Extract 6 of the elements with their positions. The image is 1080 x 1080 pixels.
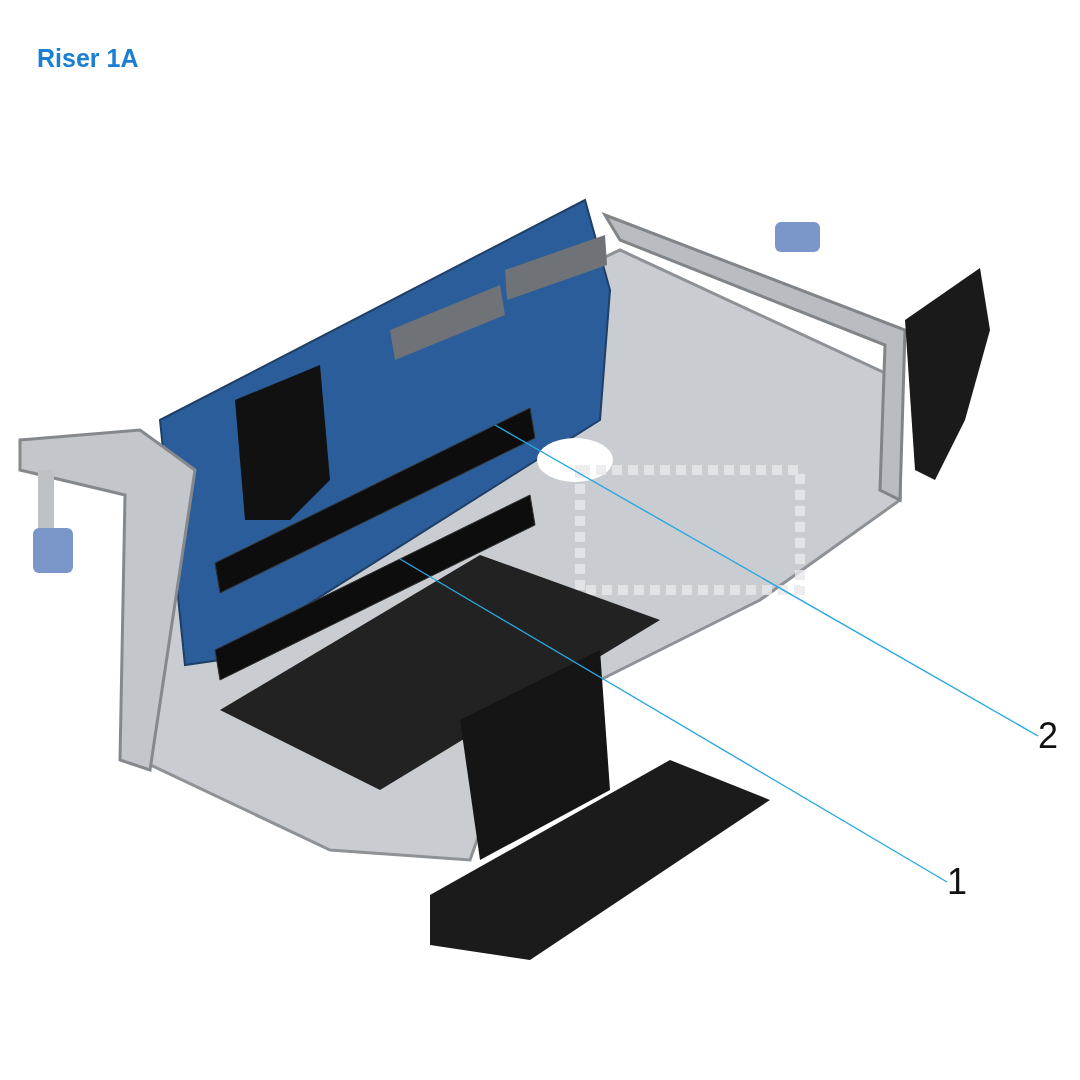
diagram-title: Riser 1A: [37, 44, 139, 73]
leader-line: [494, 424, 1039, 737]
callout-number: 1: [947, 862, 969, 902]
callout-number: 2: [1038, 716, 1060, 756]
expansion-card-slot: [214, 407, 536, 594]
expansion-card-slot: [214, 494, 536, 681]
